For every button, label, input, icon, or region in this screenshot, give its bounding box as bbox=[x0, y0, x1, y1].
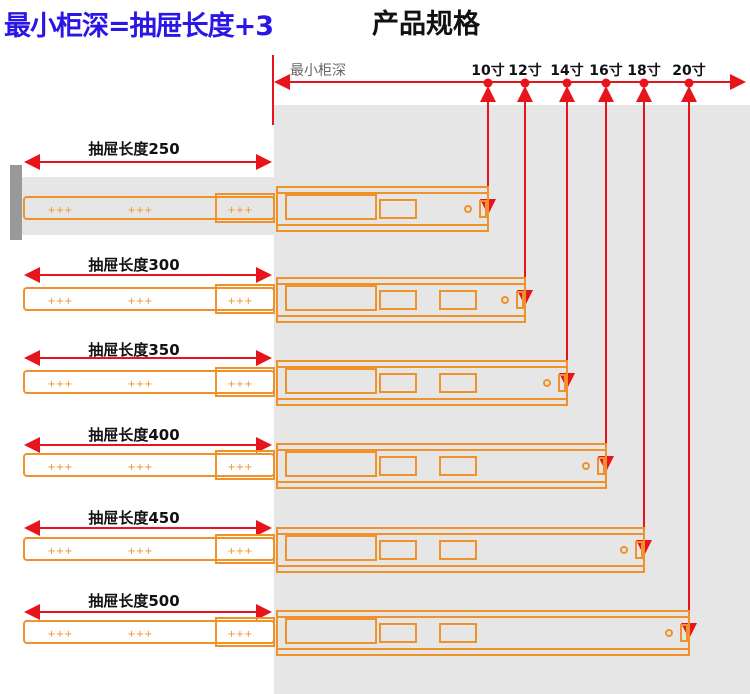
rail-stop bbox=[635, 541, 643, 559]
drawer-length-label: 抽屉长度350 bbox=[88, 341, 180, 359]
drawer-length-label: 抽屉长度250 bbox=[88, 140, 180, 158]
middle-rail bbox=[285, 451, 377, 477]
drawer-length-label: 抽屉长度450 bbox=[88, 509, 180, 527]
outer-rail bbox=[276, 443, 607, 489]
slot bbox=[439, 290, 477, 310]
inner-rail-end bbox=[215, 284, 275, 314]
slide-rail: +++ +++ +++ bbox=[23, 527, 645, 573]
rivet-mark: +++ bbox=[47, 205, 72, 216]
size-marker-dot bbox=[483, 78, 493, 88]
cabinet-side bbox=[10, 165, 22, 240]
slot bbox=[379, 199, 417, 219]
slot bbox=[379, 290, 417, 310]
slot bbox=[379, 540, 417, 560]
size-label: 18寸 bbox=[627, 63, 661, 79]
rail-stop bbox=[558, 374, 566, 392]
outer-rail bbox=[276, 186, 489, 232]
rivet-mark: +++ bbox=[127, 546, 152, 557]
inner-rail-end bbox=[215, 534, 275, 564]
middle-rail bbox=[285, 194, 377, 220]
slot bbox=[439, 540, 477, 560]
drawer-band bbox=[22, 177, 274, 235]
slot bbox=[439, 373, 477, 393]
rivet-mark: +++ bbox=[227, 629, 252, 640]
rivet-mark: +++ bbox=[127, 205, 152, 216]
size-label: 20寸 bbox=[672, 63, 706, 79]
rivet-mark: +++ bbox=[227, 462, 252, 473]
rail-stop bbox=[479, 200, 487, 218]
middle-rail bbox=[285, 618, 377, 644]
size-label: 12寸 bbox=[508, 63, 542, 79]
outer-rail bbox=[276, 277, 526, 323]
inner-rail-end bbox=[215, 450, 275, 480]
formula-heading: 最小柜深=抽屉长度+3 bbox=[4, 11, 274, 42]
middle-rail bbox=[285, 285, 377, 311]
rail-hole bbox=[543, 379, 551, 387]
rail-hole bbox=[582, 462, 590, 470]
rivet-mark: +++ bbox=[47, 546, 72, 557]
min-depth-label: 最小柜深 bbox=[290, 63, 346, 79]
inner-rail-end bbox=[215, 193, 275, 223]
rivet-mark: +++ bbox=[47, 629, 72, 640]
slide-rail: +++ +++ +++ bbox=[23, 277, 526, 323]
drawer-length-label: 抽屉长度400 bbox=[88, 426, 180, 444]
rivet-mark: +++ bbox=[47, 296, 72, 307]
rivet-mark: +++ bbox=[47, 462, 72, 473]
rail-hole bbox=[620, 546, 628, 554]
rail-stop bbox=[516, 291, 524, 309]
rivet-mark: +++ bbox=[47, 379, 72, 390]
rivet-mark: +++ bbox=[227, 379, 252, 390]
rail-hole bbox=[501, 296, 509, 304]
slide-rail: +++ +++ +++ bbox=[23, 610, 690, 656]
slot bbox=[379, 456, 417, 476]
middle-rail bbox=[285, 368, 377, 394]
slide-rail: +++ +++ +++ bbox=[23, 443, 607, 489]
rail-hole bbox=[665, 629, 673, 637]
slot bbox=[439, 456, 477, 476]
size-marker-dot bbox=[520, 78, 530, 88]
drawer-length-label: 抽屉长度500 bbox=[88, 592, 180, 610]
page-title: 产品规格 bbox=[372, 9, 480, 40]
inner-rail-end bbox=[215, 367, 275, 397]
outer-rail bbox=[276, 527, 645, 573]
slide-rail: +++ +++ +++ bbox=[23, 186, 489, 232]
size-marker-dot bbox=[601, 78, 611, 88]
size-label: 14寸 bbox=[550, 63, 584, 79]
outer-rail bbox=[276, 360, 568, 406]
outer-rail bbox=[276, 610, 690, 656]
size-marker-dot bbox=[639, 78, 649, 88]
slot bbox=[439, 623, 477, 643]
rail-stop bbox=[597, 457, 605, 475]
rivet-mark: +++ bbox=[227, 546, 252, 557]
slot bbox=[379, 373, 417, 393]
slot bbox=[379, 623, 417, 643]
size-label: 10寸 bbox=[471, 63, 505, 79]
size-marker-dot bbox=[684, 78, 694, 88]
inner-rail-end bbox=[215, 617, 275, 647]
rail-hole bbox=[464, 205, 472, 213]
rivet-mark: +++ bbox=[127, 296, 152, 307]
rivet-mark: +++ bbox=[227, 205, 252, 216]
rail-stop bbox=[680, 624, 688, 642]
slide-rail: +++ +++ +++ bbox=[23, 360, 568, 406]
rivet-mark: +++ bbox=[127, 629, 152, 640]
middle-rail bbox=[285, 535, 377, 561]
drawer-length-label: 抽屉长度300 bbox=[88, 256, 180, 274]
rivet-mark: +++ bbox=[127, 462, 152, 473]
size-marker-dot bbox=[562, 78, 572, 88]
size-label: 16寸 bbox=[589, 63, 623, 79]
rivet-mark: +++ bbox=[227, 296, 252, 307]
rivet-mark: +++ bbox=[127, 379, 152, 390]
